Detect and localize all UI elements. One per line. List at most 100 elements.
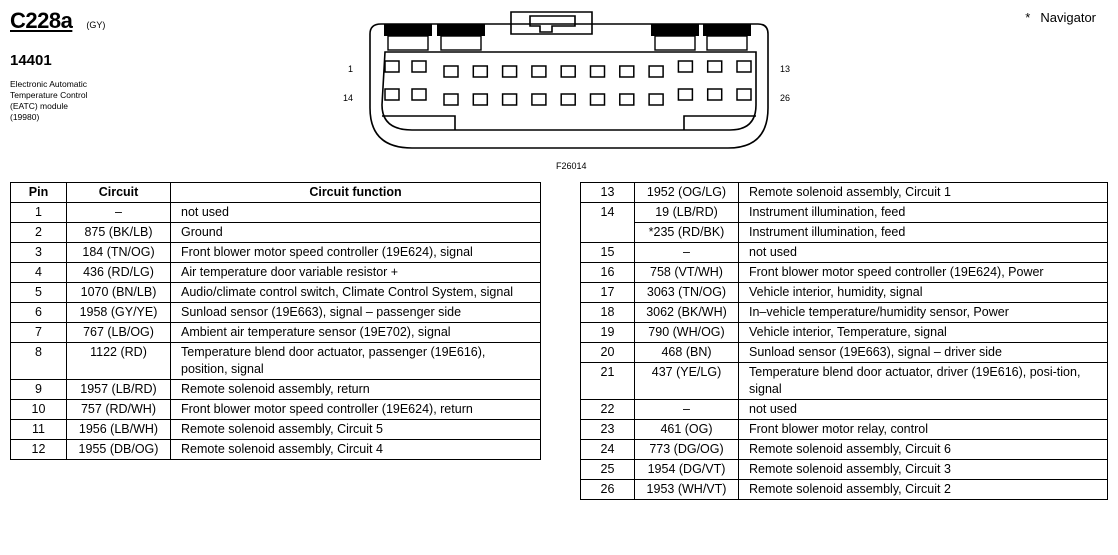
pin-cavity [501, 93, 518, 106]
circuit-cell: 1955 (DB/OG) [66, 439, 171, 460]
circuit-cell: 1952 (OG/LG) [634, 182, 739, 203]
table-row: *235 (RD/BK)Instrument illumination, fee… [580, 222, 1108, 243]
footnote-legend: *Navigator [1025, 10, 1096, 25]
function-cell: Remote solenoid assembly, Circuit 3 [738, 459, 1108, 480]
table-header-row: Pin Circuit Circuit function [10, 182, 541, 203]
pin-cell: 23 [580, 419, 635, 440]
circuit-cell: 3062 (BK/WH) [634, 302, 739, 323]
function-cell: Remote solenoid assembly, Circuit 1 [738, 182, 1108, 203]
function-cell: not used [170, 202, 541, 223]
function-cell: Temperature blend door actuator, passeng… [170, 342, 541, 380]
pin-label-bottom-left: 14 [343, 93, 354, 103]
circuit-cell: 3063 (TN/OG) [634, 282, 739, 303]
table-row: 1–not used [10, 202, 541, 223]
pin-cavity [648, 65, 664, 78]
pin-cell: 18 [580, 302, 635, 323]
circuit-cell: – [634, 399, 739, 420]
function-cell: Vehicle interior, Temperature, signal [738, 322, 1108, 343]
pin-cell: 24 [580, 439, 635, 460]
function-cell: Remote solenoid assembly, Circuit 2 [738, 479, 1108, 500]
circuit-cell: 758 (VT/WH) [634, 262, 739, 283]
pin-cavity [706, 60, 723, 73]
footnote-text: Navigator [1040, 10, 1096, 25]
function-cell: Temperature blend door actuator, driver … [738, 362, 1108, 400]
part-number: 14401 [10, 52, 52, 69]
pin-cavity [736, 60, 752, 73]
pin-cavity [384, 60, 400, 73]
circuit-cell: 19 (LB/RD) [634, 202, 739, 223]
pin-cavity [472, 93, 489, 106]
function-cell: Remote solenoid assembly, Circuit 5 [170, 419, 541, 440]
description-line: (19980) [10, 112, 40, 122]
table-row: 22–not used [580, 399, 1108, 420]
function-cell: Front blower motor speed controller (19E… [738, 262, 1108, 283]
header-circuit: Circuit [66, 182, 171, 203]
circuit-cell: 790 (WH/OG) [634, 322, 739, 343]
pin-cavity [560, 93, 576, 106]
pin-label-top-left: 1 [348, 64, 354, 74]
pin-cell: 26 [580, 479, 635, 500]
circuit-cell: 1954 (DG/VT) [634, 459, 739, 480]
function-cell: Ambient air temperature sensor (19E702),… [170, 322, 541, 343]
function-cell: Sunload sensor (19E663), signal – passen… [170, 302, 541, 323]
pin-cavity [411, 88, 427, 101]
pin-cell: 7 [10, 322, 67, 343]
pin-cavity [589, 65, 606, 78]
pin-cavity [619, 93, 635, 106]
circuit-cell: 757 (RD/WH) [66, 399, 171, 420]
circuit-cell: *235 (RD/BK) [634, 222, 739, 243]
connector-diagram [369, 11, 769, 149]
circuit-cell: 437 (YE/LG) [634, 362, 739, 400]
pin-cell: 16 [580, 262, 635, 283]
circuit-cell: 184 (TN/OG) [66, 242, 171, 263]
function-cell: Instrument illumination, feed [738, 202, 1108, 223]
pin-cavity [501, 65, 518, 78]
pin-cavity [648, 93, 664, 106]
function-cell: Vehicle interior, humidity, signal [738, 282, 1108, 303]
pin-cell: 10 [10, 399, 67, 420]
function-cell: Front blower motor speed controller (19E… [170, 399, 541, 420]
description-line: Temperature Control [10, 90, 88, 100]
header-function: Circuit function [170, 182, 541, 203]
function-cell: Front blower motor speed controller (19E… [170, 242, 541, 263]
pin-cell: 9 [10, 379, 67, 400]
table-row: 15–not used [580, 242, 1108, 263]
function-cell: Remote solenoid assembly, Circuit 6 [738, 439, 1108, 460]
pin-cavity [531, 93, 547, 106]
pin-cell: 11 [10, 419, 67, 440]
pin-cell: 20 [580, 342, 635, 363]
connector-title-line: C228a (GY) [10, 8, 105, 34]
circuit-cell: 875 (BK/LB) [66, 222, 171, 243]
pin-cavity [560, 65, 576, 78]
pin-cell: 15 [580, 242, 635, 263]
pin-cell: 5 [10, 282, 67, 303]
pin-cell: 6 [10, 302, 67, 323]
circuit-cell: 468 (BN) [634, 342, 739, 363]
function-cell: Audio/climate control switch, Climate Co… [170, 282, 541, 303]
circuit-cell: – [66, 202, 171, 223]
function-cell: Remote solenoid assembly, Circuit 4 [170, 439, 541, 460]
pin-cavity [443, 93, 459, 106]
pin-cell: 3 [10, 242, 67, 263]
circuit-cell: 1958 (GY/YE) [66, 302, 171, 323]
function-cell: In–vehicle temperature/humidity sensor, … [738, 302, 1108, 323]
header-pin: Pin [10, 182, 67, 203]
circuit-cell: 1122 (RD) [66, 342, 171, 380]
